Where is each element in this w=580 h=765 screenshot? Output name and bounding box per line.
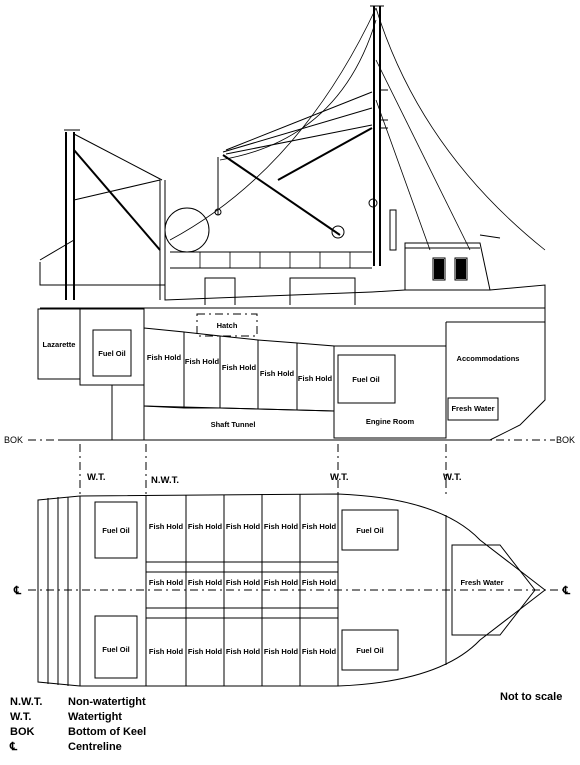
legend-text: Centreline: [68, 741, 122, 753]
shaft-tunnel-label: Shaft Tunnel: [211, 420, 256, 429]
lazarette-label: Lazarette: [43, 340, 76, 349]
fuel-oil-aft-upper-label: Fuel Oil: [102, 526, 130, 535]
fish-hold-upper-label: Fish Hold: [188, 522, 223, 531]
bok-left-label: BOK: [4, 435, 23, 445]
legend-text: Watertight: [68, 711, 122, 723]
fish-hold-center-label: Fish Hold: [149, 578, 184, 587]
plan-view: [28, 493, 565, 687]
fish-hold-lower-label: Fish Hold: [149, 647, 184, 656]
bok-right-label: BOK: [556, 435, 575, 445]
wt-aft-label: W.T.: [87, 472, 105, 483]
fish-hold-upper-label: Fish Hold: [302, 522, 337, 531]
fish-hold-lower-label: Fish Hold: [188, 647, 223, 656]
legend-code: ℄: [9, 741, 18, 753]
fish-hold-lower-label: Fish Hold: [302, 647, 337, 656]
fish-hold-center-label: Fish Hold: [226, 578, 261, 587]
wt-mid-label: W.T.: [330, 472, 348, 483]
legend-text: Bottom of Keel: [68, 726, 146, 738]
fuel-oil-fwd-upper-label: Fuel Oil: [356, 526, 384, 535]
centreline-right-symbol: ℄: [562, 585, 571, 597]
fuel-oil-aft-lower-label: Fuel Oil: [102, 645, 130, 654]
legend-text: Non-watertight: [68, 696, 146, 708]
fish-hold-center-label: Fish Hold: [302, 578, 337, 587]
fuel-oil-fwd-label: Fuel Oil: [352, 375, 380, 384]
fish-hold-label: Fish Hold: [147, 353, 182, 362]
fish-hold-center-label: Fish Hold: [188, 578, 223, 587]
fish-hold-upper-label: Fish Hold: [226, 522, 261, 531]
centreline-left-symbol: ℄: [13, 585, 22, 597]
fish-hold-label: Fish Hold: [185, 357, 220, 366]
fish-hold-label: Fish Hold: [298, 374, 333, 383]
bulkhead-markers: [79, 444, 447, 498]
fish-hold-center-label: Fish Hold: [264, 578, 299, 587]
scale-note: Not to scale: [500, 691, 562, 703]
fish-hold-upper-label: Fish Hold: [149, 522, 184, 531]
legend-code: N.W.T.: [10, 696, 42, 708]
wt-fwd-label: W.T.: [443, 472, 461, 483]
engine-room-label: Engine Room: [366, 417, 415, 426]
fish-hold-label: Fish Hold: [222, 363, 257, 372]
nwt-label: N.W.T.: [151, 475, 179, 486]
fuel-oil-aft-label: Fuel Oil: [98, 349, 126, 358]
fuel-oil-fwd-lower-label: Fuel Oil: [356, 646, 384, 655]
hatch-label: Hatch: [217, 321, 238, 330]
profile-view: [28, 262, 555, 441]
legend-code: W.T.: [10, 711, 31, 723]
fresh-water-label: Fresh Water: [451, 404, 494, 413]
fish-hold-lower-label: Fish Hold: [226, 647, 261, 656]
fish-hold-upper-label: Fish Hold: [264, 522, 299, 531]
legend-code: BOK: [10, 726, 35, 738]
fish-hold-label: Fish Hold: [260, 369, 295, 378]
fish-hold-lower-label: Fish Hold: [264, 647, 299, 656]
legend: N.W.T. Non-watertight W.T. Watertight BO…: [9, 696, 146, 753]
accommodations-label: Accommodations: [457, 354, 520, 363]
rigging: [39, 5, 546, 300]
fresh-water-plan-label: Fresh Water: [460, 578, 503, 587]
